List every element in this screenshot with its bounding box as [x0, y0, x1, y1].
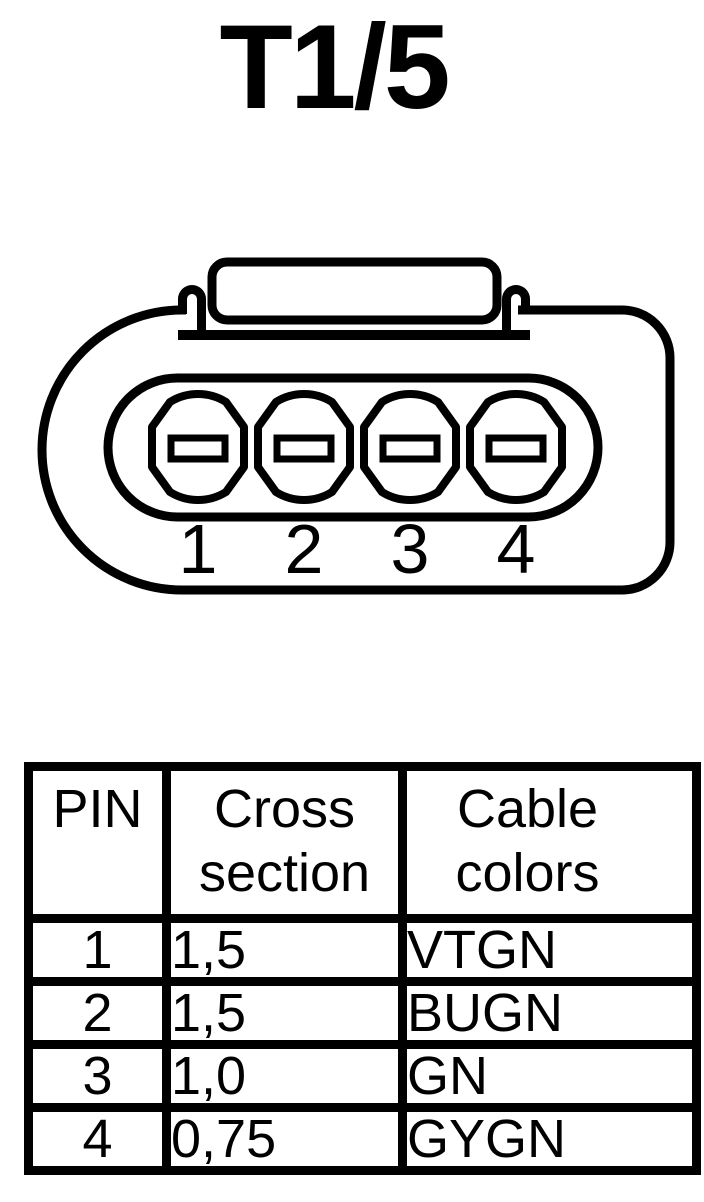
cross-section-cell: 1,5 — [162, 977, 407, 1049]
table-row: 4 0,75 GYGN — [24, 1103, 701, 1175]
cross-section-cell: 0,75 — [162, 1103, 407, 1175]
table-header-row: PIN Cross section Cable colors — [24, 762, 701, 923]
table-row: 3 1,0 GN — [24, 1040, 701, 1112]
pin-label-3: 3 — [391, 510, 430, 588]
latch-bracket-bar — [178, 330, 530, 340]
pin-label-4: 4 — [497, 510, 536, 588]
cable-colors-cell: BUGN — [398, 977, 701, 1049]
cable-colors-cell: VTGN — [398, 914, 701, 986]
table-row: 1 1,5 VTGN — [24, 914, 701, 986]
cross-section-cell: 1,0 — [162, 1040, 407, 1112]
pin-label-2: 2 — [285, 510, 324, 588]
pin-label-1: 1 — [179, 510, 218, 588]
latch-tab — [207, 257, 502, 325]
pin-cell: 2 — [24, 977, 171, 1049]
connector-diagram: 1 2 3 4 — [37, 257, 675, 595]
pin-cell: 1 — [24, 914, 171, 986]
latch-hook-left — [178, 285, 206, 334]
latch-hook-right — [502, 285, 530, 334]
pin-slots — [167, 434, 547, 463]
pin-cell: 3 — [24, 1040, 171, 1112]
pin-2-slot — [273, 434, 335, 463]
cable-colors-cell: GN — [398, 1040, 701, 1112]
pinout-table: PIN Cross section Cable colors 1 1,5 VTG… — [24, 762, 701, 1175]
pin-4-slot — [485, 434, 547, 463]
header-cross-section: Cross section — [162, 762, 407, 923]
pin-1-slot — [167, 434, 229, 463]
header-pin: PIN — [24, 762, 171, 923]
cable-colors-cell: GYGN — [398, 1103, 701, 1175]
page-title: T1/5 — [219, 0, 450, 134]
pin-cell: 4 — [24, 1103, 171, 1175]
header-cable-colors: Cable colors — [398, 762, 701, 923]
table-row: 2 1,5 BUGN — [24, 977, 701, 1049]
cross-section-cell: 1,5 — [162, 914, 407, 986]
pin-3-slot — [379, 434, 441, 463]
